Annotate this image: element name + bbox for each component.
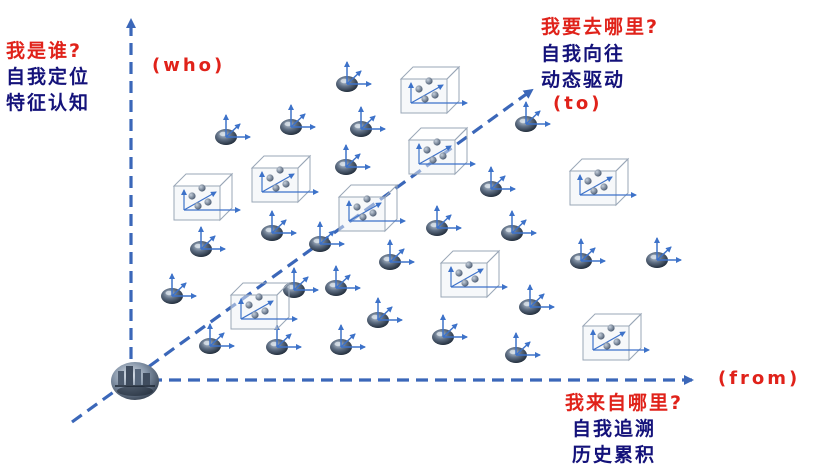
who-tag: (who) [152,55,226,76]
local-axes-ellipsoid-icon [350,106,386,137]
from-tag: (from) [718,368,801,389]
to-answer-line2: 动态驱动 [541,69,626,91]
local-axes-ellipsoid-icon [432,314,468,345]
local-axes-ellipsoid-icon [261,210,297,241]
who-question: 我是谁? [6,40,83,62]
local-axes-ellipsoid-icon [215,114,251,145]
local-axes-ellipsoid-icon [325,265,361,296]
local-axes-ellipsoid-icon [646,237,682,268]
local-axes-ellipsoid-icon [505,332,541,363]
axes [71,18,694,424]
local-axes-ellipsoid-icon [519,284,555,315]
from-answer-line2: 历史累积 [572,444,657,466]
node-glyphs [161,61,682,363]
building-globe-icon [111,362,159,400]
to-question: 我要去哪里? [541,16,660,38]
local-axes-ellipsoid-icon [280,104,316,135]
local-axes-ellipsoid-icon [161,273,197,304]
who-answer-line2: 特征认知 [6,92,91,114]
local-axes-ellipsoid-icon [426,205,462,236]
local-axes-ellipsoid-icon [501,210,537,241]
wireframe-cube-cluster-icon [172,172,241,222]
local-axes-ellipsoid-icon [570,238,606,269]
local-axes-ellipsoid-icon [379,239,415,270]
wireframe-cube-cluster-icon [581,312,650,362]
to-answer-line1: 自我向往 [541,43,626,65]
wireframe-cube-cluster-icon [337,183,406,233]
local-axes-ellipsoid-icon [309,221,345,252]
local-axes-ellipsoid-icon [367,297,403,328]
local-axes-ellipsoid-icon [190,226,226,257]
from-answer-line1: 自我追溯 [572,418,657,440]
to-tag: (to) [553,93,603,114]
wireframe-cube-cluster-icon [407,126,476,176]
local-axes-ellipsoid-icon [515,101,551,132]
wireframe-cube-cluster-icon [250,154,319,204]
who-answer-line1: 自我定位 [6,66,91,88]
local-axes-ellipsoid-icon [335,144,371,175]
local-axes-ellipsoid-icon [330,324,366,355]
from-question: 我来自哪里? [565,392,684,414]
local-axes-ellipsoid-icon [336,61,372,92]
local-axes-ellipsoid-icon [199,323,235,354]
wireframe-cube-cluster-icon [568,157,637,207]
local-axes-ellipsoid-icon [480,166,516,197]
frame-glyphs [172,65,650,362]
wireframe-cube-cluster-icon [229,281,298,331]
wireframe-cube-cluster-icon [439,249,508,299]
wireframe-cube-cluster-icon [399,65,468,115]
